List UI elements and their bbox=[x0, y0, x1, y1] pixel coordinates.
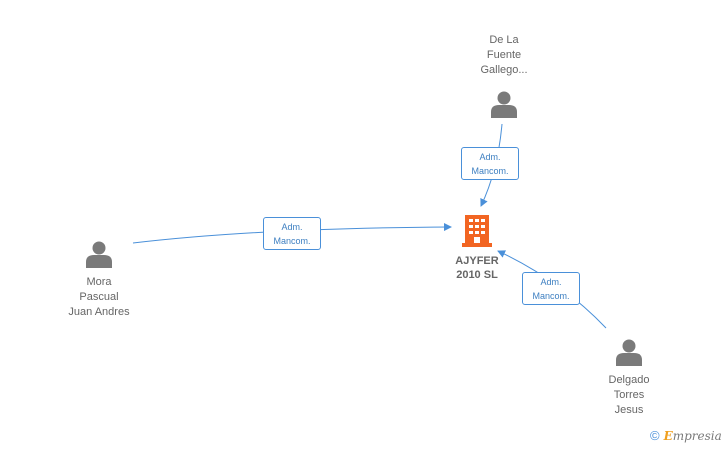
company-name: AJYFER 2010 SL bbox=[455, 255, 499, 281]
person-icon bbox=[86, 241, 112, 268]
person-node-delgado[interactable]: Delgado Torres Jesus bbox=[584, 338, 674, 418]
person-icon bbox=[491, 91, 517, 118]
person-node-delafuente[interactable]: De La Fuente Gallego... bbox=[459, 33, 549, 118]
person-name: De La Fuente Gallego... bbox=[480, 34, 528, 76]
edge-label-mora[interactable]: Adm. Mancom. bbox=[263, 217, 321, 250]
person-name: Mora Pascual Juan Andres bbox=[68, 276, 130, 318]
person-icon bbox=[616, 339, 642, 366]
building-icon bbox=[462, 215, 492, 247]
person-name: Delgado Torres Jesus bbox=[608, 374, 650, 416]
edge-label-delafuente[interactable]: Adm. Mancom. bbox=[461, 147, 519, 180]
edge-label-delgado[interactable]: Adm. Mancom. bbox=[522, 272, 580, 305]
company-node[interactable]: AJYFER 2010 SL bbox=[437, 213, 517, 282]
person-node-mora[interactable]: Mora Pascual Juan Andres bbox=[54, 240, 144, 320]
brand-name-rest: mpresia bbox=[672, 429, 722, 443]
copyright-symbol: © bbox=[650, 428, 660, 443]
brand-first-letter: E bbox=[663, 429, 673, 443]
brand-logo: ©Empresia bbox=[650, 428, 722, 443]
